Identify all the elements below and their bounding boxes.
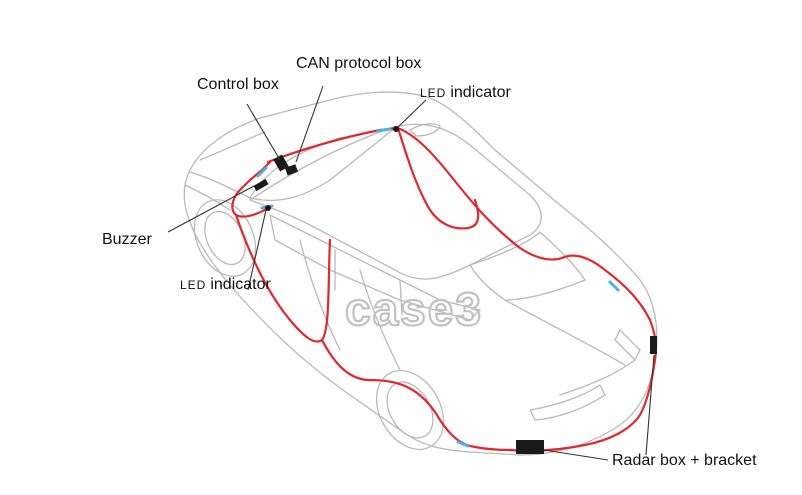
radar-box-icon <box>650 336 657 354</box>
led-text: indicator <box>210 276 270 293</box>
watermark-logo: case3 <box>345 283 483 335</box>
led-prefix: LED <box>420 86 446 100</box>
can-box-label: CAN protocol box <box>296 56 421 72</box>
control-box-label: Control box <box>197 77 279 93</box>
buzzer-label: Buzzer <box>102 232 152 248</box>
led-prefix: LED <box>180 278 206 292</box>
led-indicator-top-label: LED indicator <box>420 85 511 101</box>
led-text: indicator <box>450 84 510 101</box>
led-indicator-side-label: LED indicator <box>180 277 271 293</box>
radar-box-label: Radar box + bracket <box>612 453 757 469</box>
radar-box-icon <box>516 440 544 454</box>
